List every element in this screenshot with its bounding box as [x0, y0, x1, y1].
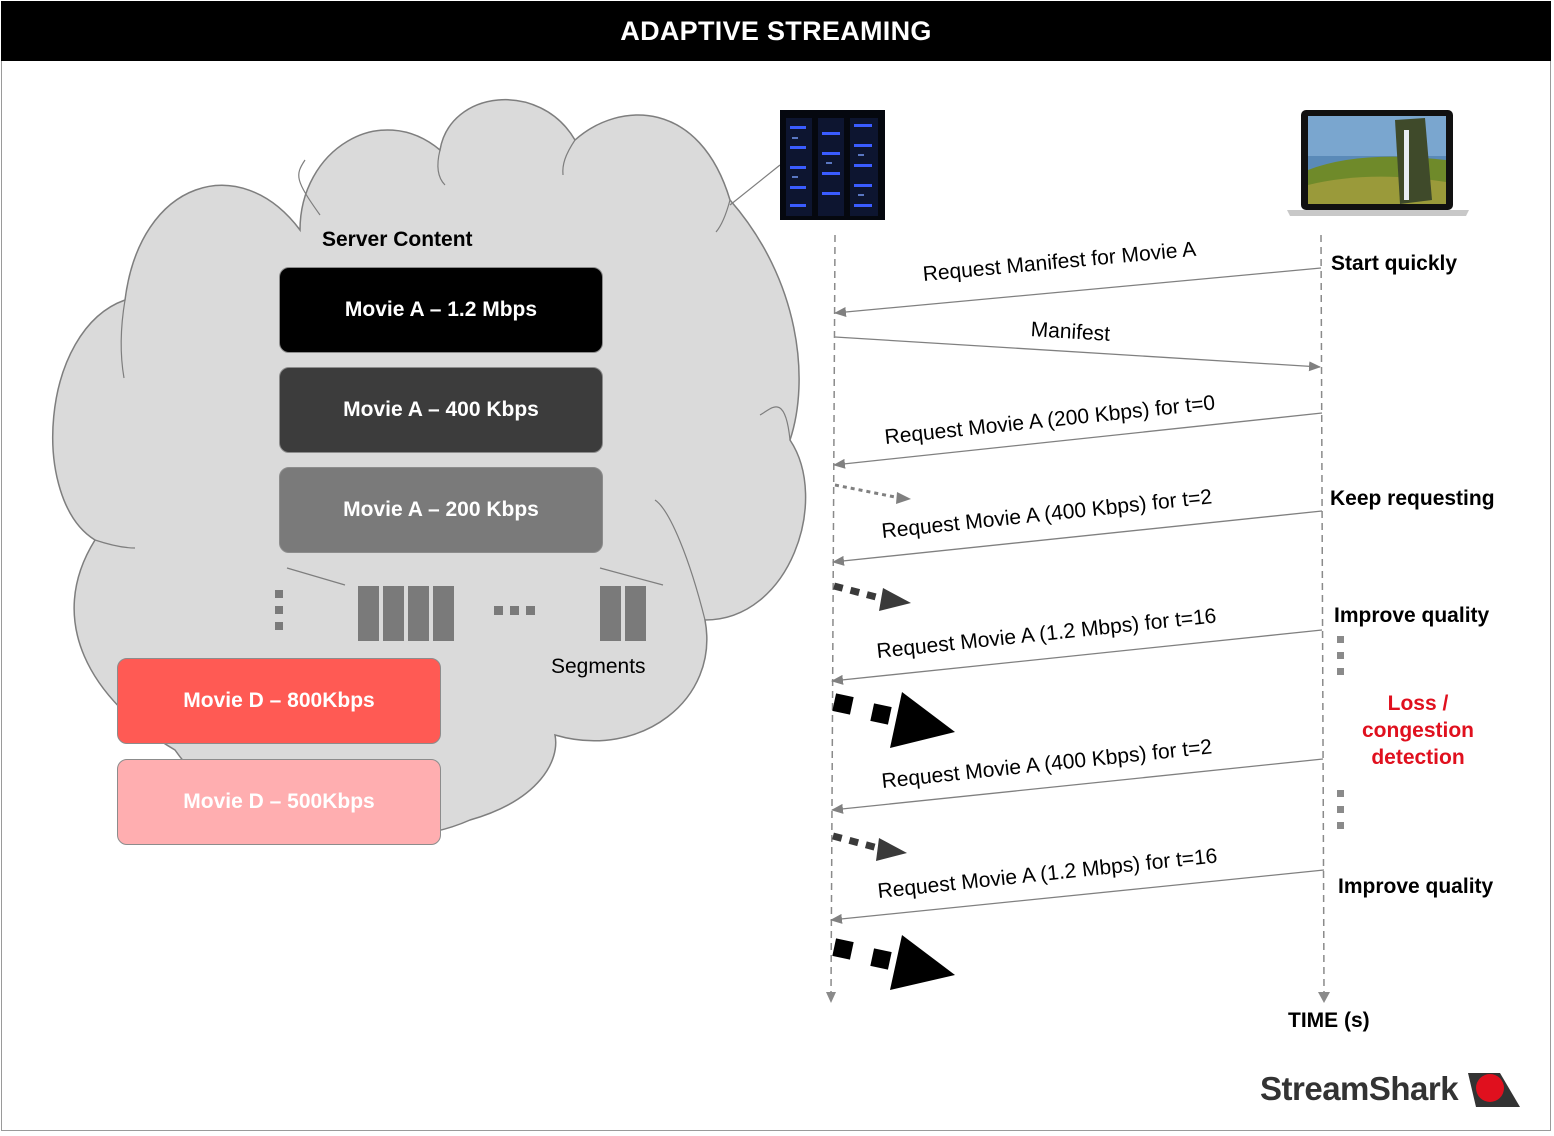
movie-box-d-800: Movie D – 800Kbps — [117, 658, 441, 744]
segments-group — [275, 567, 664, 641]
streamshark-logo-icon — [1468, 1073, 1520, 1107]
ellipsis-dot — [510, 606, 519, 615]
segment-block — [408, 586, 429, 641]
loss-line: congestion — [1361, 719, 1474, 742]
segment-block — [383, 586, 404, 641]
segment-block — [600, 586, 621, 641]
delivery-arrow-large — [832, 935, 955, 990]
ellipsis-dot — [494, 606, 503, 615]
time-axis-label: TIME (s) — [1288, 1009, 1370, 1032]
loss-line: detection — [1371, 746, 1465, 769]
message-arrow-request-3 — [831, 629, 1323, 685]
message-arrow-request-5 — [830, 869, 1325, 924]
movie-box-a-400: Movie A – 400 Kbps — [279, 367, 603, 453]
segment-block — [358, 586, 379, 641]
delivery-arrow-medium — [832, 832, 907, 861]
phase-label-loss: Loss / congestion detection — [1328, 690, 1508, 771]
message-arrow-manifest — [834, 336, 1321, 372]
message-arrow-request-2 — [832, 510, 1323, 566]
client-lifeline-arrowhead — [1318, 992, 1330, 1003]
movie-box-label: Movie D – 500Kbps — [183, 790, 375, 813]
server-rack-icon — [780, 110, 885, 220]
phase-label-improve-2: Improve quality — [1338, 875, 1494, 898]
movie-box-label: Movie D – 800Kbps — [183, 689, 375, 712]
phase-label-improve: Improve quality — [1334, 604, 1490, 627]
message-arrow-manifest-request — [834, 267, 1322, 317]
server-lifeline-arrowhead — [826, 992, 836, 1003]
page-title: ADAPTIVE STREAMING — [1, 1, 1551, 61]
segment-block — [625, 586, 646, 641]
streamshark-logo-text: StreamShark — [1260, 1070, 1459, 1107]
loss-line: Loss / — [1387, 692, 1449, 715]
client-lifeline — [1320, 234, 1325, 993]
cloud-server-connector — [729, 164, 781, 206]
message-label-manifest: Manifest — [1030, 318, 1111, 346]
ellipsis-dot — [526, 606, 535, 615]
laptop-icon — [1287, 110, 1469, 216]
movie-box-label: Movie A – 1.2 Mbps — [344, 298, 538, 321]
vertical-ellipsis-dot — [275, 590, 283, 598]
movie-box-a-200: Movie A – 200 Kbps — [279, 467, 603, 553]
vertical-ellipsis-dot — [275, 606, 283, 614]
message-arrow-request-4 — [831, 758, 1324, 814]
server-lifeline — [830, 234, 836, 996]
segments-label: Segments — [551, 655, 646, 678]
server-content-heading: Server Content — [322, 228, 473, 251]
delivery-arrow-medium — [833, 582, 911, 611]
movie-box-label: Movie A – 400 Kbps — [343, 398, 539, 421]
message-arrow-request-1 — [833, 412, 1323, 469]
movie-box-a-1200: Movie A – 1.2 Mbps — [279, 267, 603, 353]
movie-box-d-500: Movie D – 500Kbps — [117, 759, 441, 845]
delivery-arrow-large — [832, 692, 955, 748]
client-wait-dots — [1337, 636, 1344, 829]
movie-box-label: Movie A – 200 Kbps — [343, 498, 539, 521]
phase-label-keep: Keep requesting — [1330, 487, 1495, 510]
vertical-ellipsis-dot — [275, 622, 283, 630]
phase-label-start: Start quickly — [1331, 252, 1458, 275]
delivery-arrow-small — [834, 483, 911, 504]
segment-block — [433, 586, 454, 641]
